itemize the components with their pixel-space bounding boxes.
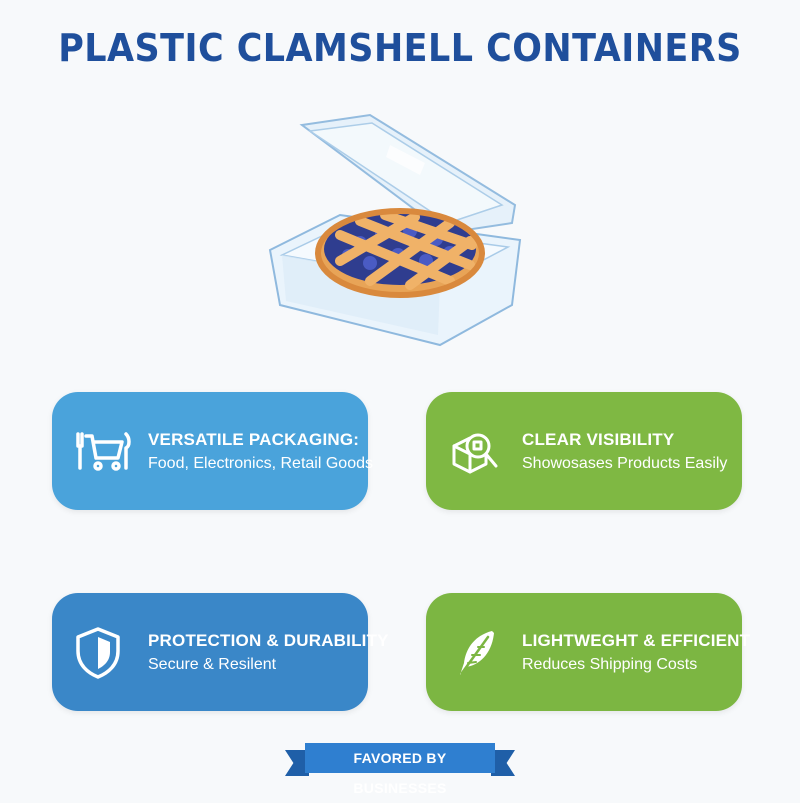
card-heading: VERSATILE PACKAGING: — [148, 430, 360, 449]
ribbon-label: FAVORED BY BUSINESSES — [353, 750, 447, 796]
card-lightweight-efficient: LIGHTWEGHT & EFFICIENT Reduces Shipping … — [426, 593, 750, 711]
card-heading: LIGHTWEGHT & EFFICIENT — [522, 631, 751, 650]
card-subtitle: Secure & Resilent — [148, 656, 277, 673]
magnifier-box-icon — [452, 433, 498, 474]
shield-icon — [76, 627, 120, 679]
card-subtitle: Reduces Shipping Costs — [522, 656, 698, 673]
card-protection-durability: PROTECTION & DURABILITY Secure & Resilen… — [52, 593, 389, 711]
card-heading: CLEAR VISIBILITY — [522, 430, 675, 449]
card-heading: PROTECTION & DURABILITY — [148, 631, 389, 650]
page-title: PLASTIC CLAMSHELL CONTAINERS — [58, 26, 742, 70]
card-subtitle: Showosases Products Easily — [522, 455, 728, 472]
ribbon-band — [305, 743, 495, 773]
card-subtitle: Food, Electronics, Retail Goods — [148, 455, 373, 472]
feather-icon — [460, 631, 494, 675]
clamshell-lid — [299, 113, 517, 235]
shopping-cart-fork-knife-icon — [76, 432, 131, 471]
card-clear-visibility: CLEAR VISIBILITY Showosases Products Eas… — [426, 392, 742, 510]
clamshell-container-with-pie-image — [268, 113, 522, 347]
card-versatile-packaging: VERSATILE PACKAGING: Food, Electronics, … — [52, 392, 373, 510]
blueberry-pie — [315, 208, 485, 298]
favored-ribbon-banner: FAVORED BY BUSINESSES — [285, 740, 515, 796]
